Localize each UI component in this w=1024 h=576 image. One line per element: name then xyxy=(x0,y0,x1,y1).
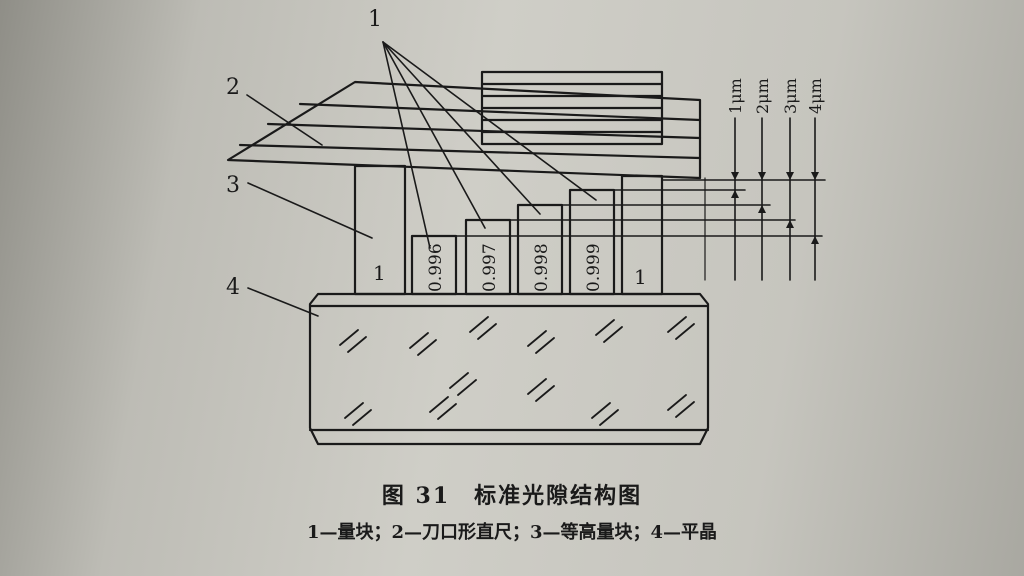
gap-label: 3μm xyxy=(781,78,800,114)
callout-4-leader xyxy=(247,287,319,317)
equal-height-blocks xyxy=(353,164,664,296)
callout-3-leader xyxy=(247,182,373,239)
callout-4-label: 4 xyxy=(226,275,240,300)
gap-dimensions xyxy=(455,117,826,281)
equal-block-left-label: 1 xyxy=(373,261,386,285)
equal-block-right-label: 1 xyxy=(634,265,647,289)
optical-flat xyxy=(308,292,710,446)
callout-1-label: 1 xyxy=(368,7,382,32)
callout-1-leaders xyxy=(382,41,597,249)
gap-label: 1μm xyxy=(726,78,745,114)
figure-legend: 1—量块；2—刀口形直尺；3—等高量块；4—平晶 xyxy=(306,522,718,543)
gauge-block-value: 0.999 xyxy=(584,243,604,292)
gap-label: 2μm xyxy=(753,78,772,114)
gauge-block-value: 0.997 xyxy=(480,243,500,292)
callout-3-label: 3 xyxy=(226,173,240,198)
callout-2-label: 2 xyxy=(226,75,240,100)
gap-label: 4μm xyxy=(806,78,825,114)
knife-edge-straightedge xyxy=(226,70,702,180)
callout-2-leader xyxy=(246,94,323,146)
gauge-block-value: 0.998 xyxy=(532,243,552,292)
figure-title: 图 31 标准光隙结构图 xyxy=(381,483,643,509)
gauge-block-value: 0.996 xyxy=(426,243,446,292)
